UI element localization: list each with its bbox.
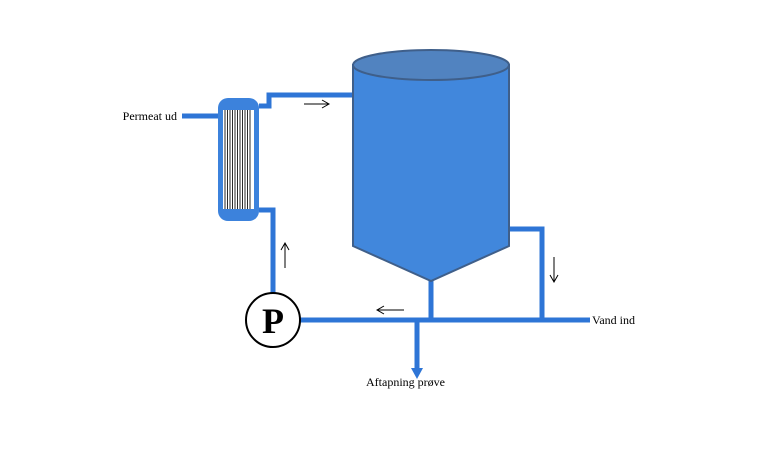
flow-arrow-icon (304, 99, 331, 109)
pump-label: P (262, 301, 284, 341)
water-in-label: Vand ind (592, 313, 635, 327)
sample-drain-label: Aftapning prøve (366, 375, 445, 389)
tank-body (352, 64, 510, 283)
flow-arrow-icon (280, 241, 290, 268)
retentate-pipe (259, 92, 353, 109)
tank (352, 49, 510, 283)
tank-top (352, 49, 510, 81)
flow-arrow-icon (375, 305, 404, 315)
membrane-filter-icon (218, 98, 259, 221)
flow-arrow-icon (549, 257, 559, 284)
tank-overflow-pipe (508, 226, 545, 320)
pipes (182, 92, 590, 370)
sample-drain-arrowhead (411, 368, 423, 379)
filter-return-pipe (259, 207, 276, 293)
pump-circle-icon: P (245, 292, 301, 348)
flow-arrows (280, 99, 559, 315)
permeate-out-label: Permeat ud (123, 109, 177, 123)
